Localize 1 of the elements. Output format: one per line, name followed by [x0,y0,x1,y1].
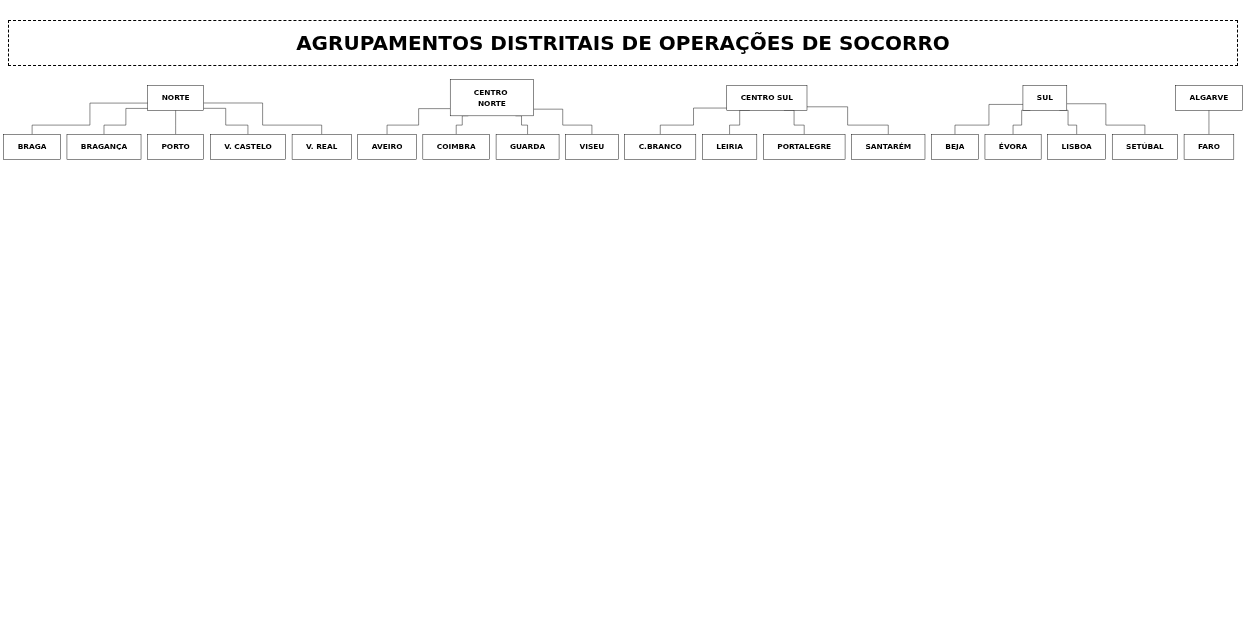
title-banner: AGRUPAMENTOS DISTRITAIS DE OPERAÇÕES DE SOCORRO [8,20,1238,66]
